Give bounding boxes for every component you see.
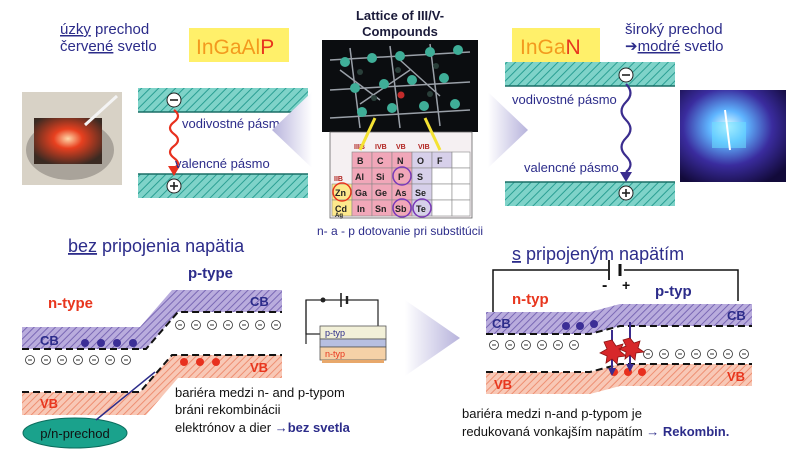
bottom-left-panel: bez pripojenia napätia p-type n-type CB … bbox=[22, 236, 351, 449]
pt-element-se: Se bbox=[415, 188, 426, 198]
pn-junction-badge bbox=[22, 417, 128, 449]
n-typ-label: n-typ bbox=[512, 291, 549, 308]
lattice-pointer-right bbox=[423, 117, 442, 151]
bias-circuit bbox=[492, 269, 739, 316]
battery-minus: - bbox=[602, 277, 607, 294]
cb-label-biased-n: CB bbox=[492, 316, 511, 331]
bottom-right-panel: s pripojeným napätím - + n-typ p-typ CB … bbox=[462, 244, 752, 439]
doping-caption: n- a - p dotovanie pri substitúcii bbox=[317, 224, 483, 238]
inset-p-label: p-typ bbox=[325, 328, 345, 338]
right-arrow bbox=[488, 92, 528, 168]
conduction-band-biased bbox=[486, 304, 752, 334]
no-bias-desc-line1: bariéra medzi n- and p-typom bbox=[175, 385, 345, 400]
pt-element-al: Al bbox=[355, 172, 364, 182]
recombination-burst bbox=[599, 339, 627, 365]
cb-label-narrow: vodivostné pásmo bbox=[182, 116, 287, 131]
pt-element-te: Te bbox=[416, 204, 426, 214]
pt-element-f: F bbox=[437, 156, 443, 166]
lattice-pointer-left bbox=[358, 117, 377, 151]
no-bias-heading: bez pripojenia napätia bbox=[68, 236, 245, 256]
no-bias-desc-line3: elektrónov a dier →bez svetla bbox=[175, 420, 351, 435]
narrow-gap-note: úzky prechod bbox=[60, 21, 149, 38]
blue-photon-wave bbox=[620, 83, 632, 173]
pt-label-ivb: IVB bbox=[375, 144, 387, 151]
pt-element-cd: Cd bbox=[335, 204, 347, 214]
vb-label-wide: valencné pásmo bbox=[524, 160, 619, 175]
pt-element-ag: Ag bbox=[335, 213, 343, 219]
pt-element-o: O bbox=[417, 156, 424, 166]
cb-label-wide: vodivostné pásmo bbox=[512, 92, 617, 107]
lattice-title-line2: Compounds bbox=[362, 24, 438, 39]
pt-element-s: S bbox=[417, 172, 423, 182]
ingan-label-box bbox=[512, 28, 600, 62]
pt-element-zn: Zn bbox=[335, 188, 346, 198]
red-led-photo bbox=[22, 92, 122, 185]
recombination-burst bbox=[617, 337, 646, 361]
bias-desc-line2: redukovaná vonkajším napätím → Rekombin. bbox=[462, 424, 729, 439]
p-typ-label: p-typ bbox=[655, 283, 692, 300]
cb-label-biased-p: CB bbox=[727, 308, 746, 323]
pt-element-c: C bbox=[377, 156, 384, 166]
device-inset: p-typ n-typ bbox=[305, 293, 387, 363]
pt-element-in: In bbox=[357, 204, 365, 214]
valence-band-narrow bbox=[138, 174, 308, 198]
valence-band-junction bbox=[22, 355, 282, 415]
vb-label-p: VB bbox=[250, 360, 268, 375]
vb-label-narrow: valencné pásmo bbox=[175, 156, 270, 171]
blue-led-photo bbox=[680, 90, 786, 182]
bias-heading: s pripojeným napätím bbox=[512, 244, 684, 264]
top-right-panel: InGaN široký prechod ➔modré svetlo vodiv… bbox=[488, 21, 786, 206]
pt-element-ge: Ge bbox=[375, 188, 387, 198]
pt-element-as: As bbox=[395, 188, 407, 198]
red-photon-wave bbox=[168, 109, 180, 169]
lattice-title-line1: Lattice of III/V- bbox=[356, 8, 444, 23]
top-left-panel: úzky prechod červené svetlo InGaAlP vodi… bbox=[22, 21, 312, 198]
vb-label-biased-n: VB bbox=[494, 377, 512, 392]
ingaalp-label-box bbox=[189, 28, 289, 62]
ingaalp-label: InGaAlP bbox=[196, 36, 274, 59]
pt-label-iib: IIB bbox=[334, 176, 343, 183]
cb-label-p: CB bbox=[250, 294, 269, 309]
pn-junction-label: p/n-prechod bbox=[40, 426, 109, 441]
battery-plus: + bbox=[622, 277, 630, 293]
pt-element-sb: Sb bbox=[395, 204, 407, 214]
pt-element-si: Si bbox=[376, 172, 385, 182]
conduction-band-junction bbox=[22, 290, 282, 349]
bottom-arrow bbox=[405, 300, 460, 376]
pt-element-p: P bbox=[398, 172, 404, 182]
pt-label-vb: VB bbox=[396, 144, 406, 151]
no-bias-desc-line2: bráni rekombinácii bbox=[175, 402, 281, 417]
cb-label-n: CB bbox=[40, 333, 59, 348]
red-light-note: červené svetlo bbox=[60, 38, 157, 55]
pt-label-vib: VIB bbox=[418, 144, 430, 151]
lattice-panel: Lattice of III/V- Compounds bbox=[317, 8, 483, 238]
pt-element-b: B bbox=[357, 156, 364, 166]
ingan-label: InGaN bbox=[520, 36, 581, 59]
p-type-label: p-type bbox=[188, 265, 233, 282]
valence-band-biased bbox=[486, 364, 752, 394]
bias-desc-line1: bariéra medzi n-and p-typom je bbox=[462, 406, 642, 421]
junction-pointer bbox=[95, 371, 156, 421]
vb-label-n: VB bbox=[40, 396, 58, 411]
n-type-label: n-type bbox=[48, 295, 93, 312]
valence-band-wide bbox=[505, 182, 675, 206]
pt-label-iiib: IIIB bbox=[354, 144, 365, 151]
inset-n-label: n-typ bbox=[325, 349, 345, 359]
pt-element-sn: Sn bbox=[375, 204, 387, 214]
pt-element-ga: Ga bbox=[355, 188, 368, 198]
left-arrow bbox=[272, 92, 312, 168]
wide-gap-note: široký prechod bbox=[625, 21, 723, 38]
blue-light-note: ➔modré svetlo bbox=[625, 38, 723, 55]
vb-label-biased-p: VB bbox=[727, 369, 745, 384]
pt-element-n: N bbox=[397, 156, 404, 166]
conduction-band-wide bbox=[505, 62, 675, 86]
conduction-band-narrow bbox=[138, 88, 308, 112]
